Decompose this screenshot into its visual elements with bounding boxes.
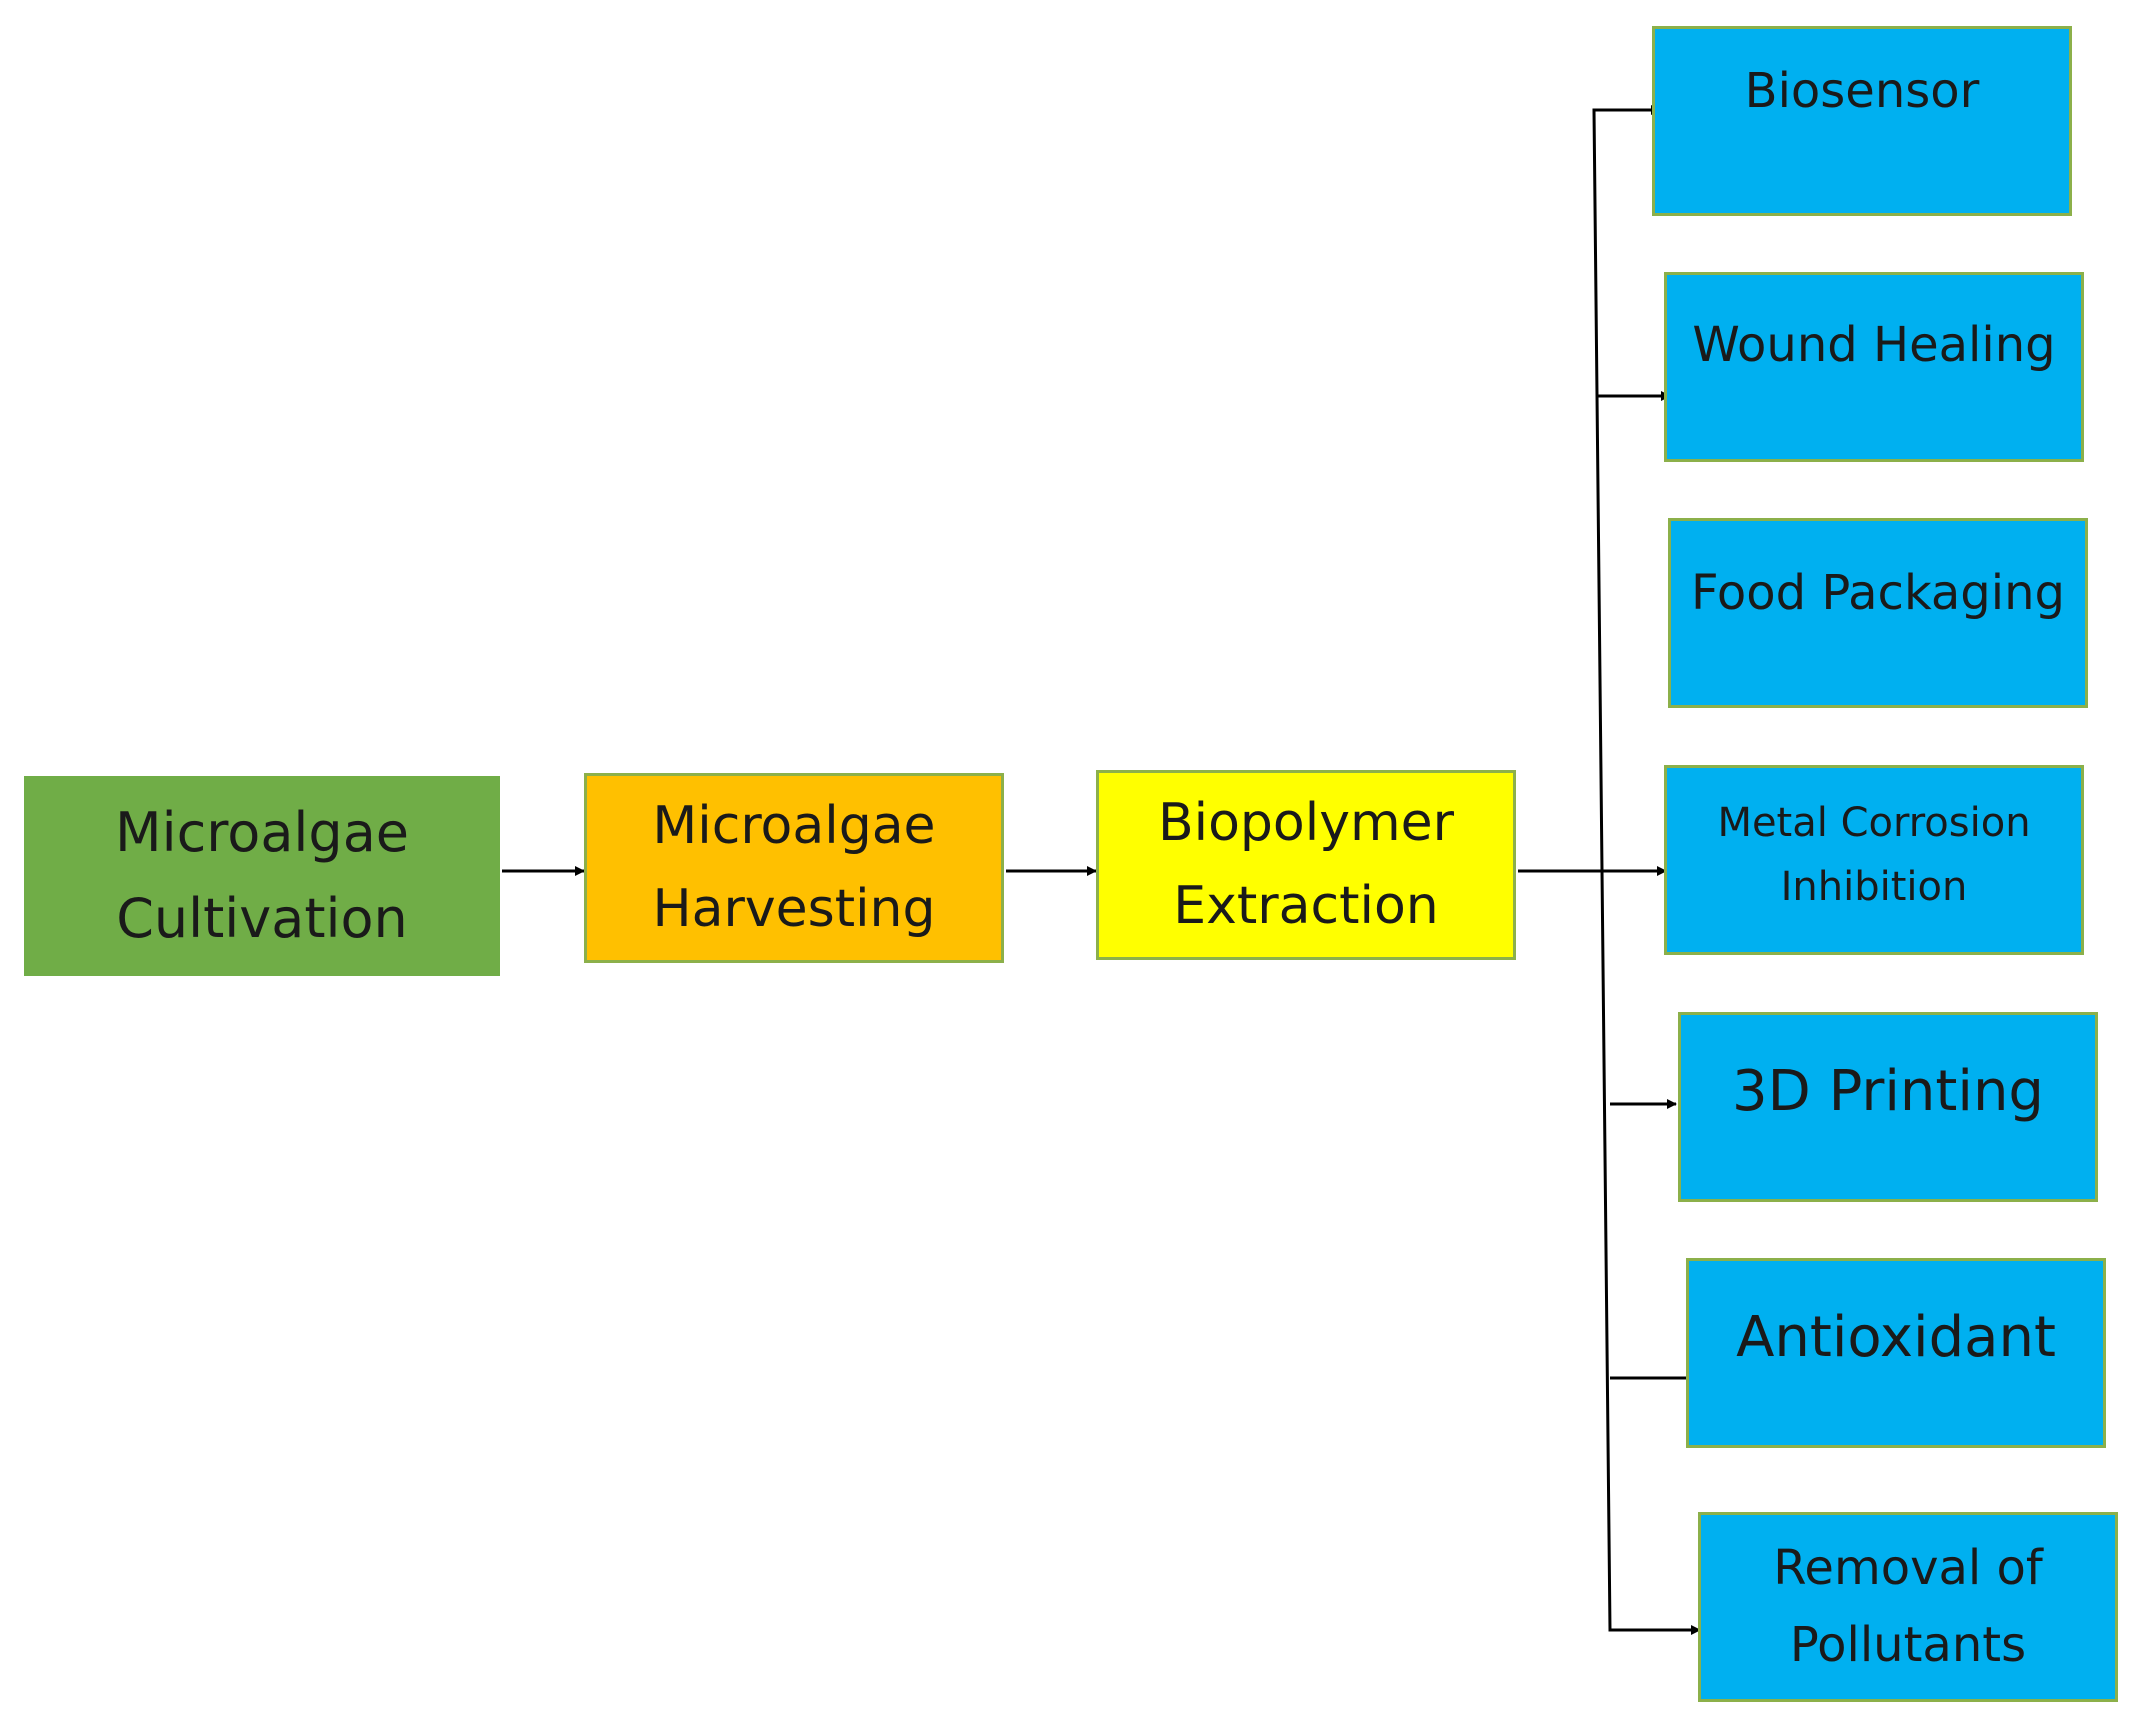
metal-corrosion-label-line2: Inhibition: [1780, 864, 1968, 910]
biosensor-box: Biosensor: [1652, 26, 2072, 216]
food-packaging-box: Food Packaging: [1668, 518, 2088, 708]
biosensor-label: Biosensor: [1744, 62, 1980, 119]
microalgae-harvesting-box: Microalgae Harvesting: [584, 773, 1004, 963]
removal-of-pollutants-box: Removal of Pollutants: [1698, 1512, 2118, 1702]
food-packaging-label: Food Packaging: [1690, 564, 2065, 621]
antioxidant-box: Antioxidant: [1686, 1258, 2106, 1448]
biopolymer-extraction-box: Biopolymer Extraction: [1096, 770, 1516, 960]
wound-healing-label: Wound Healing: [1692, 316, 2056, 373]
extraction-label-line1: Biopolymer: [1157, 792, 1454, 853]
harvesting-label-line1: Microalgae: [652, 795, 936, 856]
cultivation-label-line2: Cultivation: [116, 887, 408, 950]
pollutants-label-line2: Pollutants: [1789, 1617, 2027, 1673]
metal-corrosion-label-line1: Metal Corrosion: [1717, 800, 2031, 846]
extraction-label-line2: Extraction: [1173, 876, 1439, 936]
microalgae-cultivation-box: Microalgae Cultivation: [24, 776, 500, 976]
3d-printing-box: 3D Printing: [1678, 1012, 2098, 1202]
harvesting-label-line2: Harvesting: [652, 879, 936, 939]
antioxidant-label: Antioxidant: [1736, 1305, 2056, 1371]
wound-healing-box: Wound Healing: [1664, 272, 2084, 462]
pollutants-label-line1: Removal of: [1773, 1540, 2043, 1597]
cultivation-label-line1: Microalgae: [114, 800, 410, 864]
3d-printing-label: 3D Printing: [1732, 1059, 2044, 1125]
metal-corrosion-inhibition-box: Metal Corrosion Inhibition: [1664, 765, 2084, 955]
